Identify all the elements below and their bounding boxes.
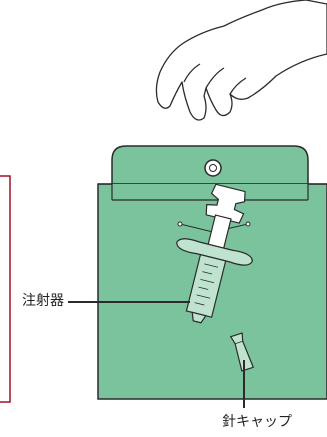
- syringe-icon: [176, 183, 253, 324]
- syringe-label: 注射器: [22, 293, 64, 309]
- needle-cap-label: 針キャップ: [222, 414, 292, 430]
- hand-icon: [155, 0, 327, 121]
- needle-cap-icon: [229, 332, 255, 372]
- hang-hole: [204, 159, 222, 177]
- package-tab-lower: [112, 184, 308, 200]
- bracket-line: [0, 175, 11, 403]
